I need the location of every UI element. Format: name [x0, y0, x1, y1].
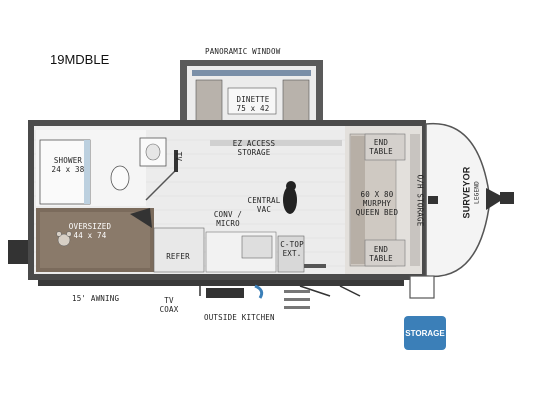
tv-mount	[174, 150, 178, 172]
end-table-top-label: END TABLE	[369, 138, 393, 156]
c-top-ext-label: C-TOP EXT.	[280, 240, 304, 258]
murphy-bed-base	[351, 136, 365, 264]
bath-door	[145, 169, 177, 201]
shower-label: SHOWER 24 x 38	[51, 156, 85, 174]
end-table-bottom-label: END TABLE	[369, 245, 393, 263]
dinette-table	[227, 87, 277, 115]
refer-label: REFER	[166, 252, 190, 261]
oversized-bed	[40, 212, 150, 268]
panoramic-window-label: PANORAMIC WINDOW	[205, 47, 281, 56]
ez-access-storage-label: EZ ACCESS STORAGE	[232, 139, 276, 157]
end-table-top	[364, 133, 406, 161]
entry-steps	[284, 290, 310, 309]
outside-kitchen-unit	[206, 288, 244, 298]
overhead-storage	[410, 134, 420, 266]
shower-door	[84, 140, 90, 204]
dinette-label: DINETTE 75 x 42	[236, 95, 270, 113]
oversized-label: OVERSIZED 44 x 74	[68, 222, 112, 240]
toilet	[110, 165, 130, 191]
panoramic-window-glass	[192, 70, 311, 76]
shower-enclosure	[39, 139, 91, 205]
end-table-bottom	[364, 239, 406, 267]
awning-bar	[38, 280, 404, 286]
tongue-jack	[428, 196, 438, 204]
coupler	[500, 192, 514, 204]
kitchen-sink	[241, 235, 273, 259]
murphy-bed-label: 60 X 80 MURPHY QUEEN BED	[355, 190, 399, 217]
footprint-icon	[283, 186, 297, 214]
storage-badge[interactable]: STORAGE	[404, 316, 446, 350]
brand-sub-logo: LEGEND	[473, 181, 481, 204]
oh-storage-label: O/H STORAGE	[415, 174, 425, 227]
rear-bumper	[8, 240, 28, 264]
cooktop	[277, 235, 305, 273]
sink-basin	[145, 143, 161, 161]
bunk-ladder	[130, 208, 152, 228]
hitch	[486, 188, 505, 210]
c-top-extension	[304, 264, 326, 268]
dinette-bench-right	[282, 79, 310, 123]
tv-label: TV	[174, 151, 184, 162]
teddy-bear-icon	[57, 233, 71, 247]
front-storage	[409, 275, 435, 299]
brand-logo: SURVEYOR	[461, 166, 472, 219]
ez-access-storage-bar	[210, 140, 342, 146]
awning-label: 15' AWNING	[72, 294, 120, 303]
central-vac-label: CENTRAL VAC	[247, 196, 281, 214]
refrigerator	[153, 227, 205, 273]
dinette-bench-left	[195, 79, 223, 123]
outside-kitchen-label: OUTSIDE KITCHEN	[204, 313, 275, 322]
model-name: 19MDBLE	[50, 52, 110, 67]
entry-rail	[254, 284, 264, 299]
conv-micro-label: CONV / MICRO	[213, 210, 243, 228]
tv-coax-label: TV COAX	[159, 296, 179, 314]
